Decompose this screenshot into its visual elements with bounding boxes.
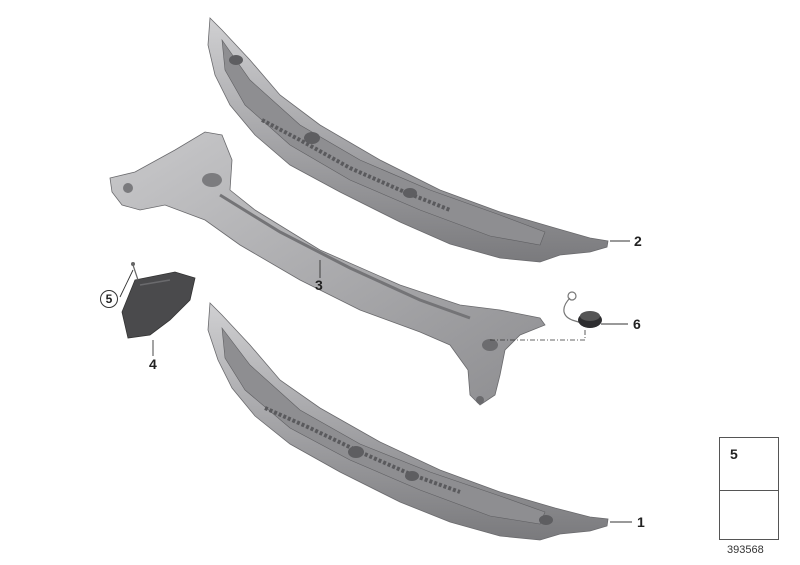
legend-part-number: 5 [730, 446, 738, 462]
part-2-upper-cowl-panel [207, 17, 609, 263]
part-1-lower-cowl-panel [207, 302, 609, 541]
part-6-grommet [490, 291, 602, 341]
part-3-cross-bar [109, 131, 546, 406]
legend-divider [720, 490, 778, 491]
callout-4: 4 [149, 356, 157, 372]
callout-2: 2 [634, 233, 642, 249]
legend-box: 5 [719, 437, 779, 540]
callout-3: 3 [315, 277, 323, 293]
part-4-cover [121, 271, 196, 339]
diagram-id: 393568 [727, 544, 764, 556]
leader-lines [119, 240, 632, 523]
part-5-screw [131, 262, 139, 281]
callout-5: 5 [100, 290, 118, 308]
callout-1: 1 [637, 514, 645, 530]
callout-6: 6 [633, 316, 641, 332]
